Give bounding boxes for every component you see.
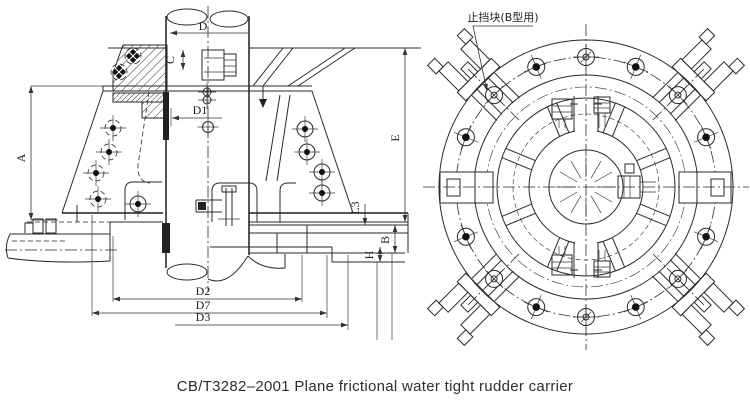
ring-spoke [546, 102, 570, 137]
gland-bolt [124, 47, 142, 65]
dim-label-e: E [388, 134, 402, 141]
bolt-symbol [292, 116, 318, 142]
dim-label-l3: L3 [348, 201, 362, 214]
deck-braces [252, 47, 356, 87]
deck-beam [5, 205, 120, 263]
dim-label-c: C [163, 56, 177, 64]
ring-spoke [636, 147, 671, 171]
dim-label-d2: D2 [196, 284, 211, 298]
side-blocks [439, 171, 732, 204]
gland-nut [201, 49, 237, 81]
clamp-bolt-detail [195, 185, 240, 226]
ring-spoke [501, 147, 536, 171]
bolt-symbol [100, 115, 126, 141]
datum-arrow [259, 86, 267, 108]
bolt-symbol [125, 191, 151, 217]
flange-bolt [524, 54, 549, 80]
bolt-symbol [309, 159, 335, 185]
ring-spoke [602, 237, 626, 272]
dimensions: D C D1 A E L3 B H D2 D7 D3 [14, 19, 408, 340]
flange-bolt [693, 224, 719, 249]
bolt-symbol [294, 139, 320, 165]
ring-spoke [501, 203, 536, 227]
bolt-symbol [83, 160, 109, 186]
stop-block-callout: 止挡块(B型用) [467, 10, 539, 92]
figure-caption: CB/T3282–2001 Plane frictional water tig… [176, 378, 574, 395]
bolt-symbol [197, 116, 219, 138]
flange-bolt [693, 125, 719, 150]
flange-bolt [524, 294, 549, 320]
bolt-symbol [85, 186, 111, 212]
stop-block-leader [472, 25, 533, 92]
gland-bolt [110, 63, 128, 81]
stop-block-bracket [652, 253, 746, 347]
bolt-symbol [309, 180, 335, 206]
dim-label-b: B [378, 236, 392, 244]
ring-spoke [636, 203, 671, 227]
flange-bolt [623, 294, 648, 320]
plan-generated-parts [426, 27, 746, 347]
dim-label-h: H [362, 250, 376, 259]
dim-label-d3: D3 [196, 310, 211, 324]
plan-view: 止挡块(B型用) [423, 10, 749, 350]
ring-spoke [602, 102, 626, 137]
ring-spoke [546, 237, 570, 272]
flange-bolt [623, 54, 648, 80]
dim-label-d1: D1 [193, 103, 208, 117]
section-view: D C D1 A E L3 B H D2 D7 D3 [5, 6, 421, 340]
dim-label-d7: D7 [196, 298, 211, 312]
stop-block-bracket [652, 27, 746, 121]
stop-block-label: 止挡块(B型用) [467, 10, 538, 24]
flange-bolt [453, 125, 479, 150]
flange-bolt [453, 224, 479, 249]
dim-label-a: A [14, 153, 28, 162]
bolt-symbol [96, 139, 122, 165]
section-bolt-symbols [83, 47, 335, 217]
base-flange [27, 212, 409, 263]
bolt-symbol [198, 91, 216, 109]
centerlines [423, 24, 749, 350]
carrier-housing [61, 85, 354, 222]
dim-label-d: D [199, 19, 208, 33]
